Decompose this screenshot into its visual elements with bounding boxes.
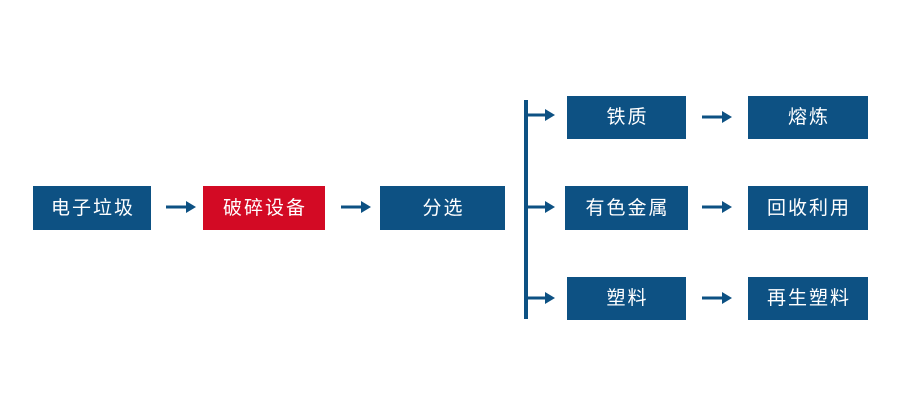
node-nonferrous-label: 有色金属: [585, 196, 670, 219]
arrow-branch-to-nonferrous: [527, 198, 555, 216]
node-e-waste[interactable]: 电子垃圾: [33, 186, 151, 230]
node-sorting-label: 分选: [422, 196, 465, 219]
node-sorting[interactable]: 分选: [380, 186, 505, 230]
arrow-nonferrous-to-recycling: [702, 198, 732, 216]
node-crusher-label: 破碎设备: [222, 196, 307, 219]
node-regen-plastic-label: 再生塑料: [766, 287, 851, 309]
node-smelting[interactable]: 熔炼: [748, 96, 868, 139]
arrow-plastic-to-regen-plastic: [702, 289, 732, 307]
node-recycling-label: 回收利用: [766, 196, 851, 219]
arrow-branch-to-plastic: [527, 289, 555, 307]
arrow-branch-to-ferrous: [527, 106, 555, 124]
node-plastic[interactable]: 塑料: [567, 277, 686, 320]
node-plastic-label: 塑料: [606, 287, 649, 309]
node-ferrous[interactable]: 铁质: [567, 96, 686, 139]
node-smelting-label: 熔炼: [787, 106, 830, 128]
branch-connector-line: [524, 100, 528, 319]
arrow-crusher-to-sorting: [341, 198, 371, 216]
node-nonferrous[interactable]: 有色金属: [565, 186, 688, 230]
arrow-e-waste-to-crusher: [166, 198, 196, 216]
node-e-waste-label: 电子垃圾: [50, 196, 135, 219]
node-crusher[interactable]: 破碎设备: [203, 186, 325, 230]
node-ferrous-label: 铁质: [606, 106, 649, 128]
arrow-ferrous-to-smelting: [702, 108, 732, 126]
node-recycling[interactable]: 回收利用: [748, 186, 868, 230]
node-regen-plastic[interactable]: 再生塑料: [748, 277, 868, 320]
